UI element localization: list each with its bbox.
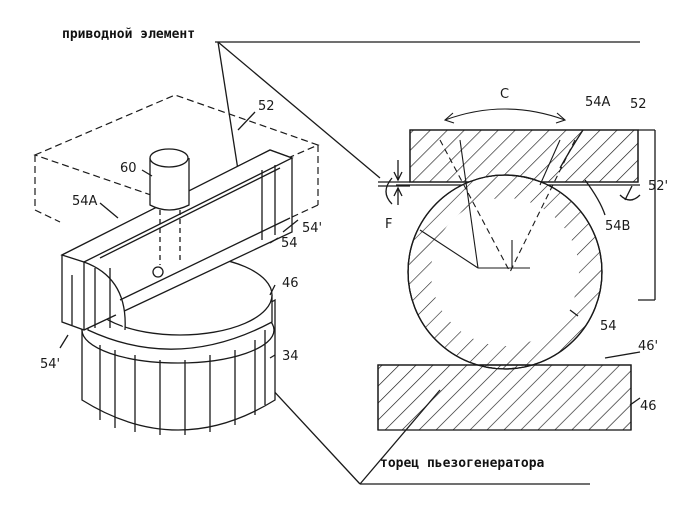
upper-block-52 — [396, 129, 656, 301]
left-isometric-view — [33, 94, 320, 435]
pin-60 — [149, 148, 190, 278]
caption-drive-element: приводной элемент — [62, 27, 196, 42]
label-54a-left: 54А — [72, 194, 98, 209]
right-section-view — [377, 108, 656, 431]
label-54a-right: 54A — [585, 95, 611, 110]
label-54-left: 54 — [281, 236, 298, 251]
label-60: 60 — [120, 161, 137, 176]
label-52prime: 52' — [648, 179, 669, 194]
label-f: F — [385, 217, 393, 232]
plate-52-dashed — [33, 94, 320, 223]
construction-lines — [419, 108, 576, 273]
label-52-right: 52 — [630, 97, 647, 112]
label-46-right: 46 — [640, 399, 657, 414]
label-54prime-left: 54' — [40, 357, 61, 372]
f-gap-indicator — [378, 160, 410, 205]
label-54-right: 54 — [600, 319, 617, 334]
label-54prime-right: 54' — [302, 221, 323, 236]
label-34: 34 — [282, 349, 299, 364]
label-46-left: 46 — [282, 276, 299, 291]
caption-piezo-end: торец пьезогенератора — [380, 456, 545, 471]
ball-54 — [407, 174, 603, 370]
label-52-left: 52 — [258, 99, 275, 114]
label-54b: 54B — [605, 219, 631, 234]
label-c: C — [500, 87, 510, 102]
label-46prime: 46' — [638, 339, 659, 354]
lower-block-46 — [377, 351, 641, 431]
